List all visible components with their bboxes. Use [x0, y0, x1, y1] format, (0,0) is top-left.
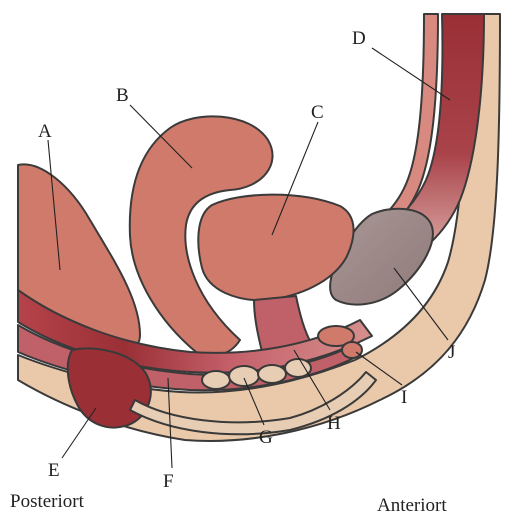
- label-j: J: [448, 342, 455, 363]
- label-a: A: [38, 121, 52, 142]
- label-b: B: [116, 85, 129, 106]
- label-e: E: [48, 460, 60, 481]
- caption-posterior: Posteriort: [10, 491, 85, 512]
- label-c: C: [311, 102, 324, 123]
- label-h: H: [327, 413, 341, 434]
- label-i: I: [401, 387, 407, 408]
- label-f: F: [163, 471, 174, 492]
- caption-anterior: Anteriort: [377, 495, 447, 514]
- label-d: D: [352, 28, 366, 49]
- label-g: G: [259, 427, 273, 448]
